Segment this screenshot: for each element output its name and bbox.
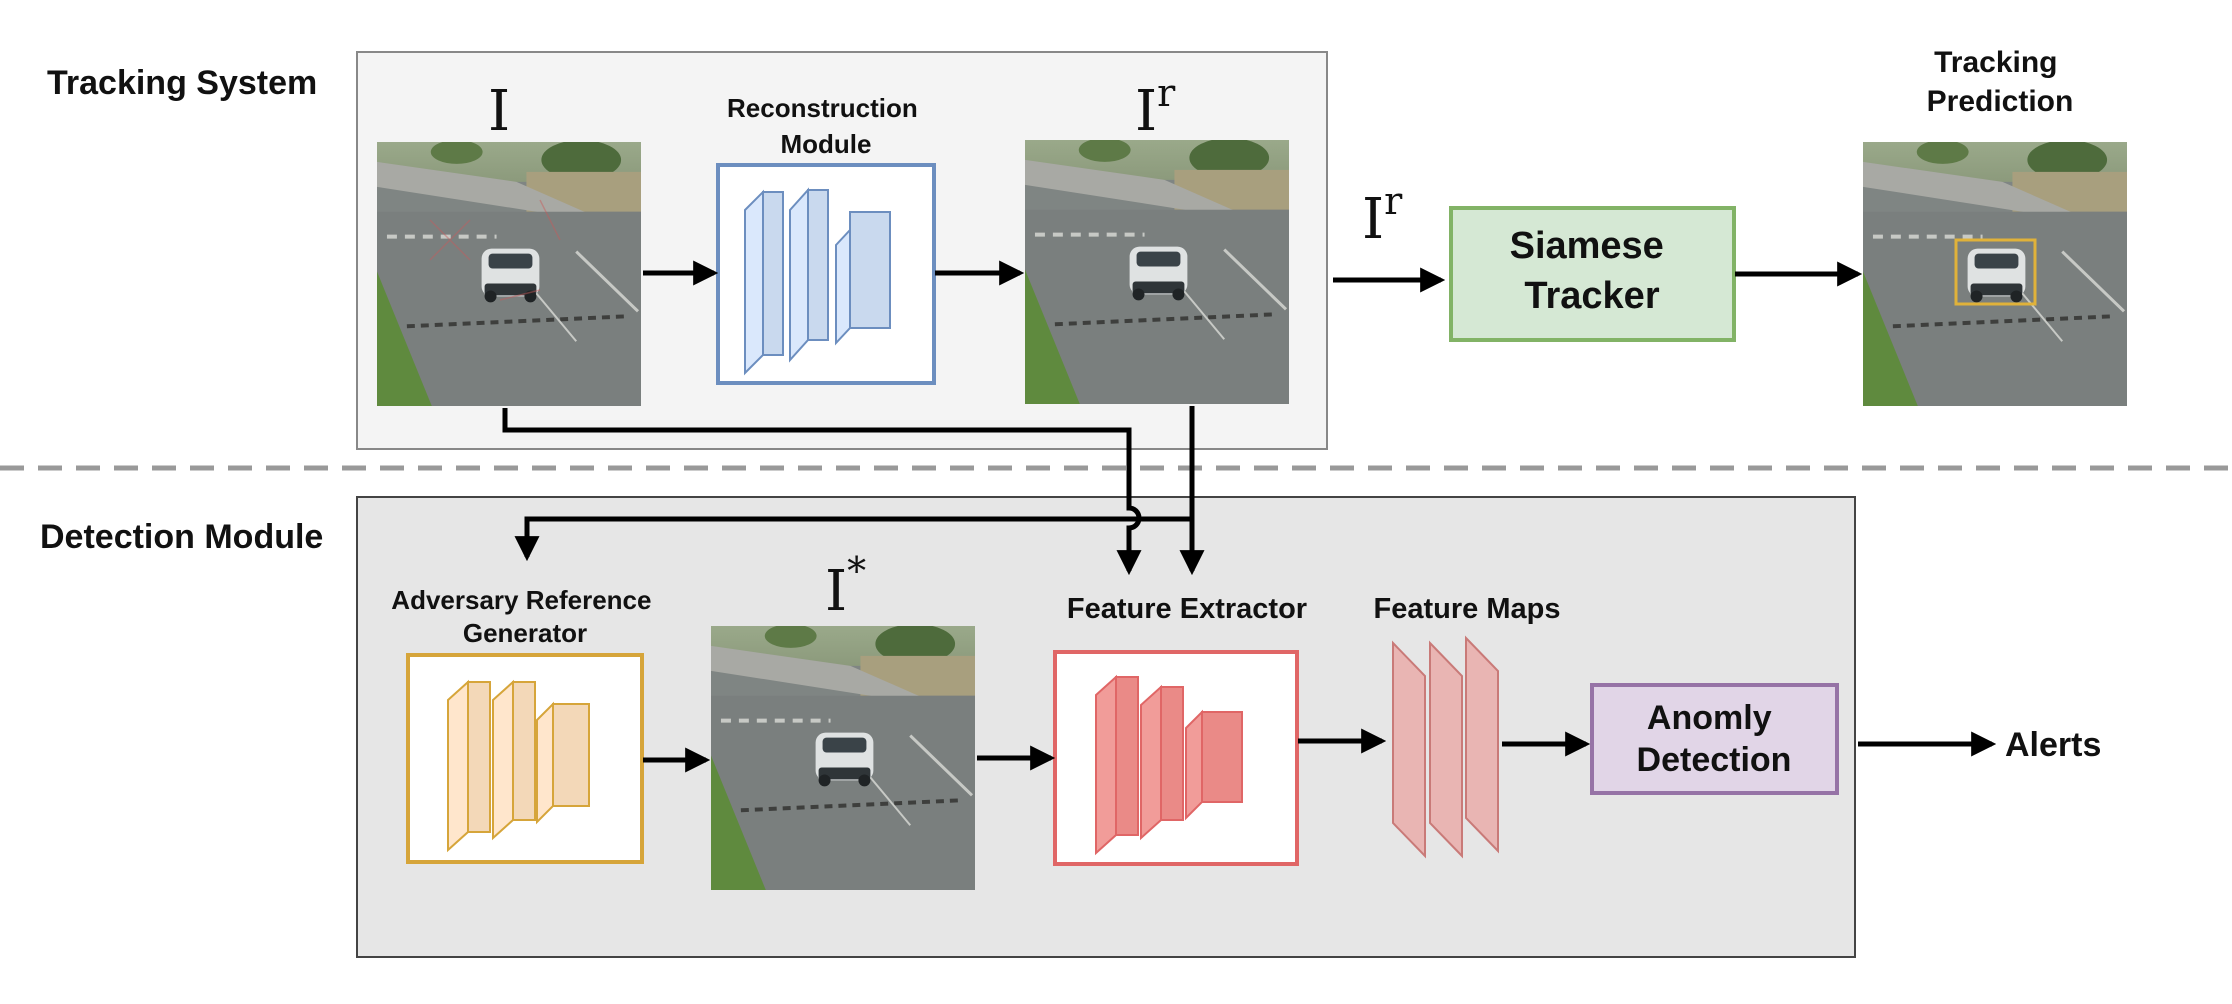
reference-image <box>711 624 975 890</box>
anomaly-detection-box <box>1590 683 1839 795</box>
tracking-system-label: Tracking System <box>47 64 317 102</box>
feature-maps-label: Feature Maps <box>1374 593 1561 625</box>
feature-maps-icon <box>1392 635 1499 859</box>
tracking-bounding-box <box>1954 238 2037 306</box>
tracking-prediction-label: Tracking Prediction <box>1927 46 2074 118</box>
siamese-tracker-box <box>1449 206 1736 342</box>
feature-extractor-label: Feature Extractor <box>1067 593 1307 625</box>
edge-input-to-feature-extractor <box>502 408 1142 576</box>
reconstruction-layer-icon <box>744 187 891 376</box>
anomaly-detection-label: Anomly Detection <box>1637 699 1792 779</box>
reconstructed-image <box>1025 138 1289 404</box>
input-image <box>377 140 641 406</box>
edges <box>502 260 1997 773</box>
adversary-layer-icon <box>447 679 590 853</box>
reconstructed-image-symbol: Ir <box>1135 71 1176 144</box>
input-image-noise <box>429 199 561 301</box>
detection-module-label: Detection Module <box>40 518 323 556</box>
alerts-label: Alerts <box>2005 726 2101 764</box>
siamese-tracker-label: Siamese Tracker <box>1510 225 1675 317</box>
tracking-prediction-image <box>1863 140 2127 406</box>
input-image-symbol: I <box>488 79 510 144</box>
feature-extractor-layer-icon <box>1095 674 1243 856</box>
reference-image-symbol: I* <box>825 549 866 624</box>
edge-to-adversary-generator <box>514 516 1192 562</box>
adversary-generator-label: Adversary Reference Generator <box>391 585 658 648</box>
tracker-input-symbol: Ir <box>1362 179 1403 252</box>
reconstruction-module-label: Reconstruction Module <box>727 93 925 159</box>
